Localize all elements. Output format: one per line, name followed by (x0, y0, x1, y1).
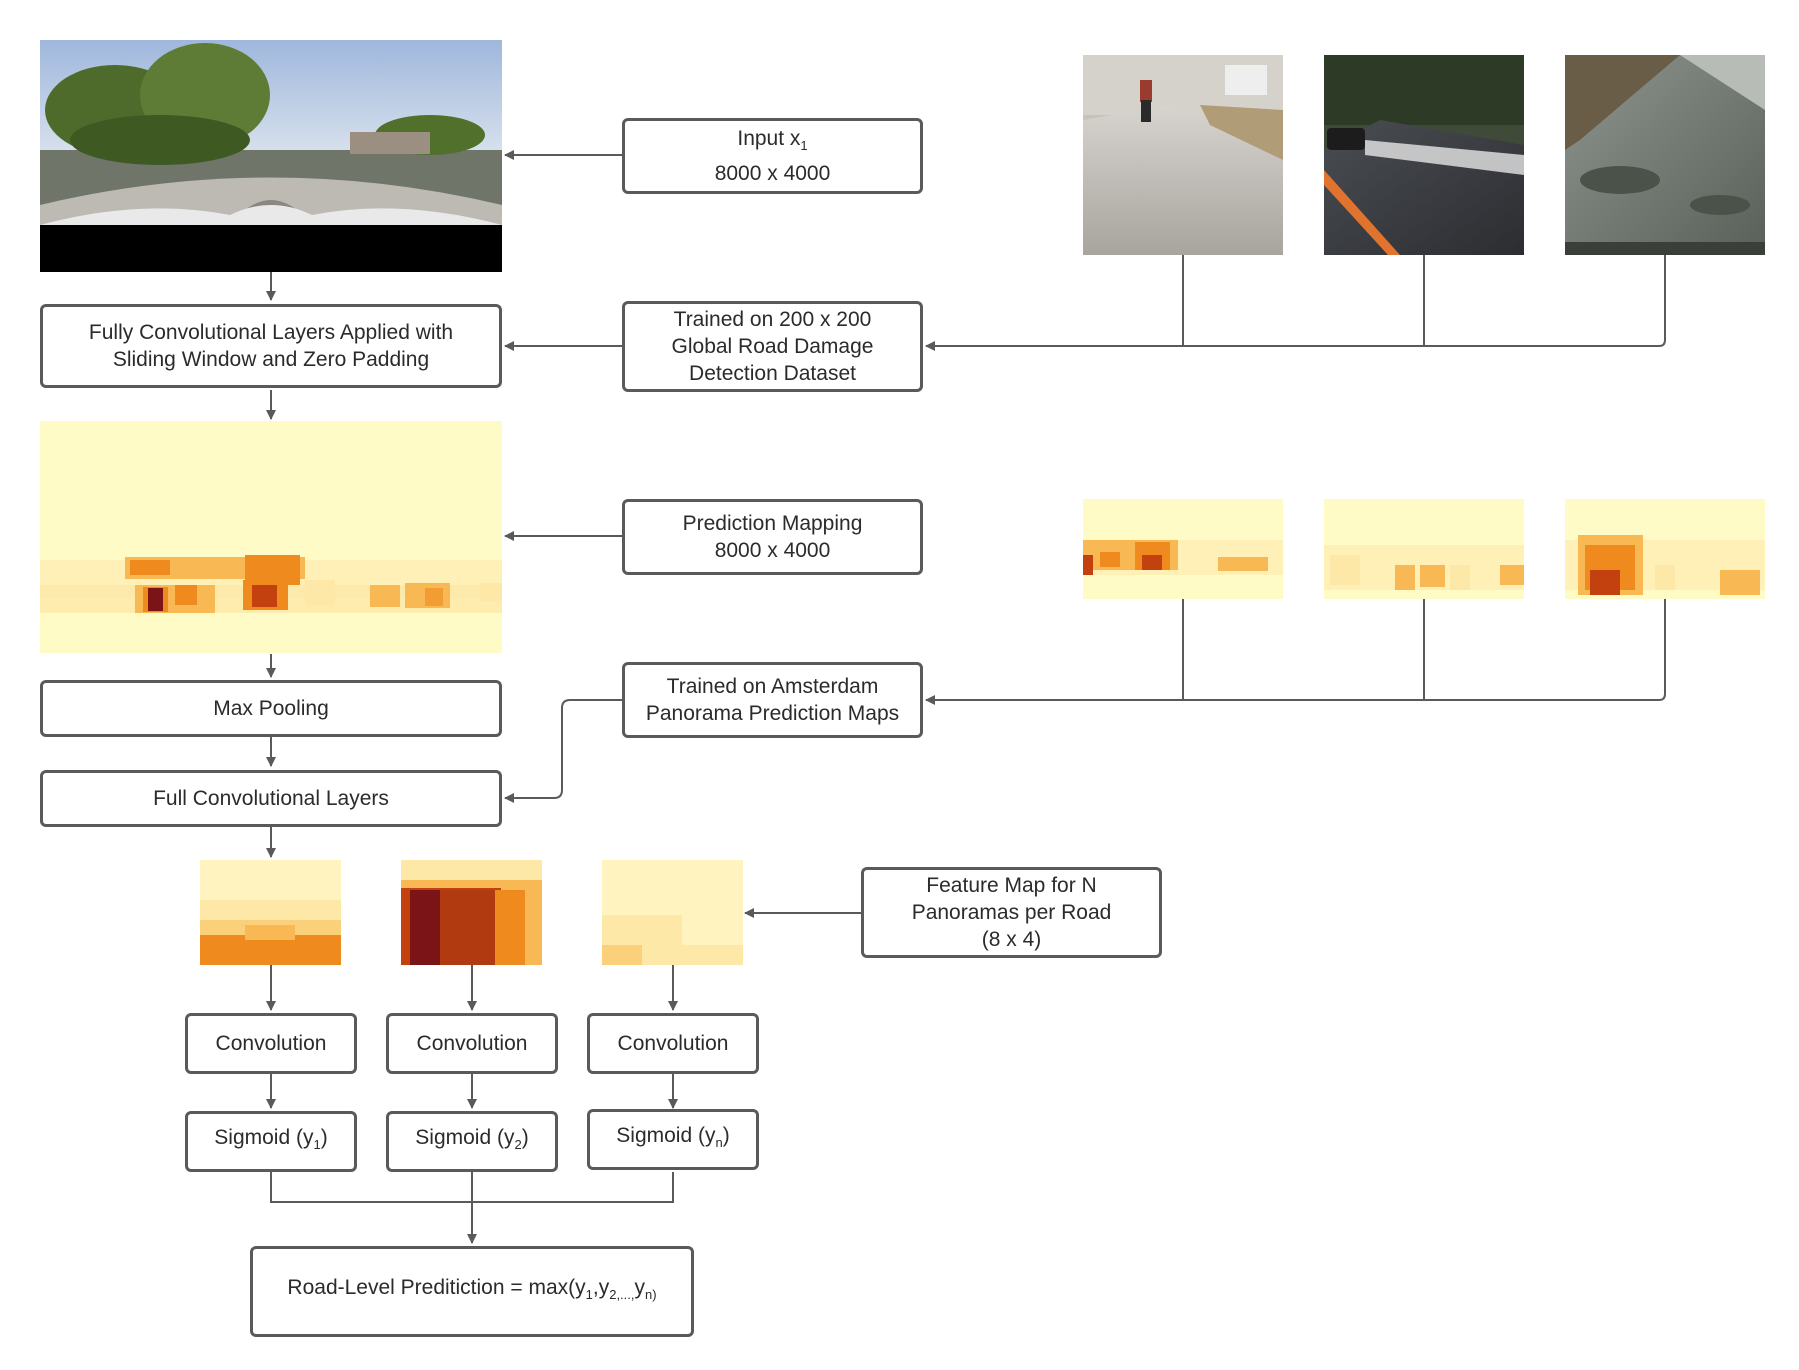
feature-map-1 (200, 860, 341, 965)
sigmoid-close-3: ) (722, 1124, 730, 1148)
feature-map-2 (401, 860, 542, 965)
trained-amsterdam-line1: Trained on Amsterdam (666, 675, 879, 698)
heatmap-small-3 (1565, 499, 1765, 599)
prediction-mapping-box: Prediction Mapping 8000 x 4000 (622, 499, 923, 575)
max-pooling-box: Max Pooling (40, 680, 502, 737)
max-pooling-label: Max Pooling (213, 697, 329, 720)
sigmoid-sub-1: 1 (313, 1137, 321, 1153)
connectors (266, 150, 1666, 1244)
sigmoid-box-3: Sigmoid (yn) (587, 1109, 759, 1170)
trained-global-box: Trained on 200 x 200 Global Road Damage … (622, 301, 923, 392)
input-subscript: 1 (800, 138, 808, 154)
sigmoid-box-2: Sigmoid (y2) (386, 1111, 558, 1172)
feature-map-line2: Panoramas per Road (911, 901, 1112, 924)
road-level-box: Road-Level Preditiction = max(y1,y2,...,… (250, 1246, 694, 1337)
sigmoid-sub-2: 2 (514, 1137, 522, 1153)
input-title: Input x (737, 127, 801, 151)
prediction-mapping-line2: 8000 x 4000 (714, 539, 831, 562)
feature-map-line1: Feature Map for N (926, 874, 1097, 897)
feature-map-3 (602, 860, 743, 965)
prediction-heatmap (40, 421, 502, 653)
sigmoid-label-2: Sigmoid (y (415, 1126, 515, 1150)
trained-global-line2: Global Road Damage (671, 335, 874, 358)
convolution-label-2: Convolution (416, 1032, 528, 1055)
convolution-label-1: Convolution (215, 1032, 327, 1055)
fully-conv-sliding-box: Fully Convolutional Layers Applied with … (40, 304, 502, 388)
road-level-sub1: 1 (585, 1287, 593, 1303)
sigmoid-box-1: Sigmoid (y1) (185, 1111, 357, 1172)
feature-map-box: Feature Map for N Panoramas per Road (8 … (861, 867, 1162, 958)
sigmoid-label-3: Sigmoid (y (616, 1124, 716, 1148)
convolution-label-3: Convolution (617, 1032, 729, 1055)
road-level-sub3: n) (645, 1287, 657, 1303)
fully-conv-sliding-line2: Sliding Window and Zero Padding (112, 348, 430, 371)
road-photo-3 (1565, 55, 1765, 255)
fully-conv-sliding-line1: Fully Convolutional Layers Applied with (88, 321, 454, 344)
sigmoid-sub-3: n (715, 1135, 723, 1151)
sigmoid-close-2: ) (521, 1126, 529, 1150)
road-photo-1 (1083, 55, 1283, 255)
full-conv-label: Full Convolutional Layers (153, 787, 389, 810)
convolution-box-1: Convolution (185, 1013, 357, 1074)
prediction-mapping-line1: Prediction Mapping (682, 512, 863, 535)
sigmoid-close-1: ) (320, 1126, 328, 1150)
road-level-sep1: ,y (592, 1276, 610, 1300)
convolution-box-2: Convolution (386, 1013, 558, 1074)
road-level-sep2: y (634, 1276, 646, 1300)
trained-global-line1: Trained on 200 x 200 (673, 308, 872, 331)
road-level-sub2: 2,..., (609, 1287, 635, 1303)
trained-global-line3: Detection Dataset (689, 362, 856, 385)
input-box: Input x1 8000 x 4000 (622, 118, 923, 194)
trained-amsterdam-line2: Panorama Prediction Maps (645, 702, 900, 725)
sigmoid-label-1: Sigmoid (y (214, 1126, 314, 1150)
trained-amsterdam-box: Trained on Amsterdam Panorama Prediction… (622, 662, 923, 738)
input-size: 8000 x 4000 (714, 161, 831, 185)
road-photo-2 (1324, 55, 1524, 255)
feature-map-line3: (8 x 4) (981, 928, 1042, 951)
full-conv-box: Full Convolutional Layers (40, 770, 502, 827)
heatmap-small-1 (1083, 499, 1283, 599)
heatmap-small-2 (1324, 499, 1524, 599)
road-level-label: Road-Level Preditiction = max(y (287, 1276, 586, 1300)
panorama-input-image (40, 40, 502, 272)
convolution-box-3: Convolution (587, 1013, 759, 1074)
